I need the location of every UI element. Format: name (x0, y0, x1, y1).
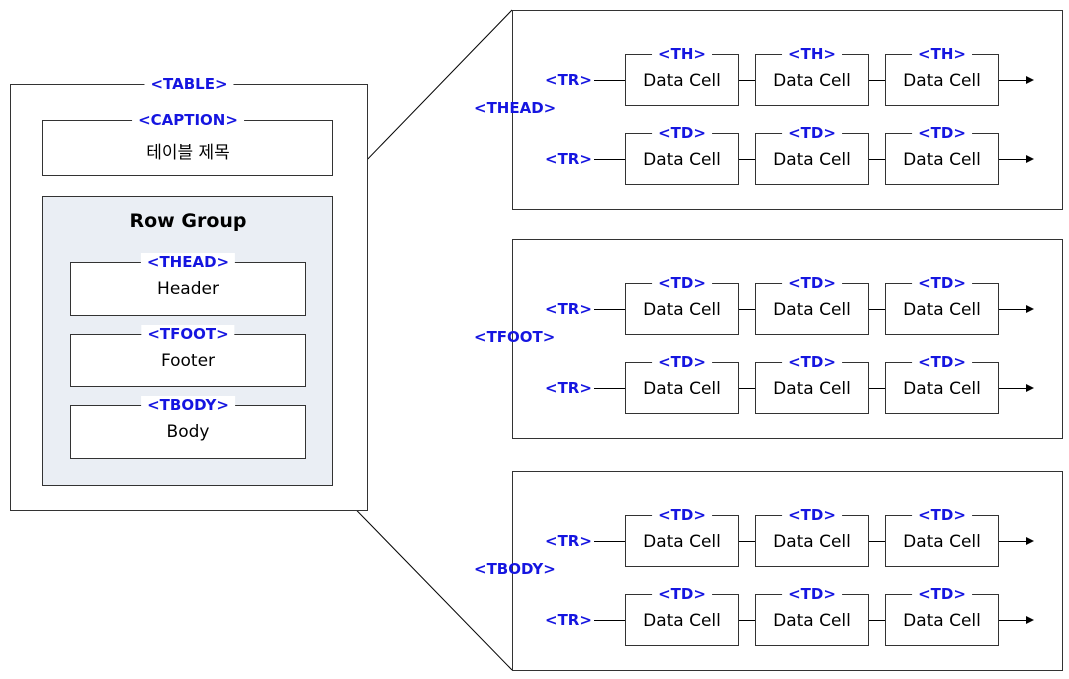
tbody-group-box (70, 405, 306, 459)
data-cell-text: Data Cell (903, 150, 981, 170)
row-connector (594, 309, 625, 310)
data-cell-text: Data Cell (643, 379, 721, 399)
cell-tag: <TD> (912, 124, 972, 142)
tbody-group-label: Body (166, 422, 210, 442)
cell-connector (739, 620, 755, 621)
cell-connector (739, 159, 755, 160)
data-cell-text: Data Cell (903, 300, 981, 320)
data-cell-text: Data Cell (773, 150, 851, 170)
tbody-group-tag: <TBODY> (141, 396, 235, 414)
data-cell-text: Data Cell (643, 300, 721, 320)
data-cell-text: Data Cell (643, 611, 721, 631)
data-cell-text: Data Cell (643, 150, 721, 170)
tfoot-panel-tag: <TFOOT> (474, 328, 556, 346)
arrow-head-icon (1026, 155, 1034, 163)
tfoot-group-label: Footer (160, 351, 216, 371)
cell-tag: <TD> (782, 124, 842, 142)
arrow-head-icon (1026, 305, 1034, 313)
thead-panel-tag: <THEAD> (474, 99, 557, 117)
cell-tag: <TD> (652, 353, 712, 371)
cell-tag: <TD> (912, 585, 972, 603)
tbody-panel-tag: <TBODY> (474, 560, 556, 578)
cell-connector (869, 80, 885, 81)
cell-connector (739, 388, 755, 389)
cell-tag: <TD> (912, 353, 972, 371)
cell-tag: <TH> (782, 45, 842, 63)
cell-connector (869, 309, 885, 310)
cell-tag: <TD> (652, 124, 712, 142)
data-cell-text: Data Cell (903, 611, 981, 631)
arrow-head-icon (1026, 76, 1034, 84)
arrow-head-icon (1026, 616, 1034, 624)
cell-tag: <TD> (652, 585, 712, 603)
cell-tag: <TH> (912, 45, 972, 63)
cell-connector (739, 309, 755, 310)
data-cell-text: Data Cell (773, 532, 851, 552)
data-cell-text: Data Cell (773, 611, 851, 631)
data-cell-text: Data Cell (643, 532, 721, 552)
data-cell-text: Data Cell (773, 71, 851, 91)
row-connector (594, 80, 625, 81)
zoom-line-bottom (331, 484, 513, 671)
data-cell-text: Data Cell (773, 300, 851, 320)
row-arrow-line (999, 388, 1027, 389)
row-connector (594, 159, 625, 160)
cell-tag: <TD> (652, 274, 712, 292)
row-arrow-line (999, 309, 1027, 310)
row-connector (594, 388, 625, 389)
table-tag: <TABLE> (144, 75, 234, 93)
cell-tag: <TD> (782, 274, 842, 292)
cell-tag: <TH> (652, 45, 712, 63)
cell-tag: <TD> (782, 353, 842, 371)
arrow-head-icon (1026, 537, 1034, 545)
caption-box (42, 120, 333, 176)
tr-tag: <TR> (545, 71, 592, 89)
arrow-head-icon (1026, 384, 1034, 392)
cell-tag: <TD> (782, 506, 842, 524)
tr-tag: <TR> (545, 611, 592, 629)
cell-tag: <TD> (652, 506, 712, 524)
cell-tag: <TD> (912, 274, 972, 292)
tr-tag: <TR> (545, 379, 592, 397)
data-cell-text: Data Cell (773, 379, 851, 399)
caption-tag: <CAPTION> (132, 111, 244, 129)
row-arrow-line (999, 80, 1027, 81)
row-group-title: Row Group (129, 210, 247, 232)
data-cell-text: Data Cell (643, 71, 721, 91)
data-cell-text: Data Cell (903, 532, 981, 552)
thead-group-tag: <THEAD> (140, 253, 236, 271)
row-arrow-line (999, 541, 1027, 542)
thead-group-label: Header (157, 279, 219, 299)
cell-connector (739, 80, 755, 81)
cell-tag: <TD> (912, 506, 972, 524)
cell-connector (869, 388, 885, 389)
data-cell-text: Data Cell (903, 71, 981, 91)
cell-connector (869, 159, 885, 160)
row-arrow-line (999, 159, 1027, 160)
tfoot-group-tag: <TFOOT> (141, 325, 235, 343)
tr-tag: <TR> (545, 532, 592, 550)
cell-connector (739, 541, 755, 542)
row-connector (594, 620, 625, 621)
row-connector (594, 541, 625, 542)
tr-tag: <TR> (545, 300, 592, 318)
cell-tag: <TD> (782, 585, 842, 603)
row-arrow-line (999, 620, 1027, 621)
cell-connector (869, 620, 885, 621)
cell-connector (869, 541, 885, 542)
data-cell-text: Data Cell (903, 379, 981, 399)
tr-tag: <TR> (545, 150, 592, 168)
caption-text: 테이블 제목 (146, 143, 230, 163)
